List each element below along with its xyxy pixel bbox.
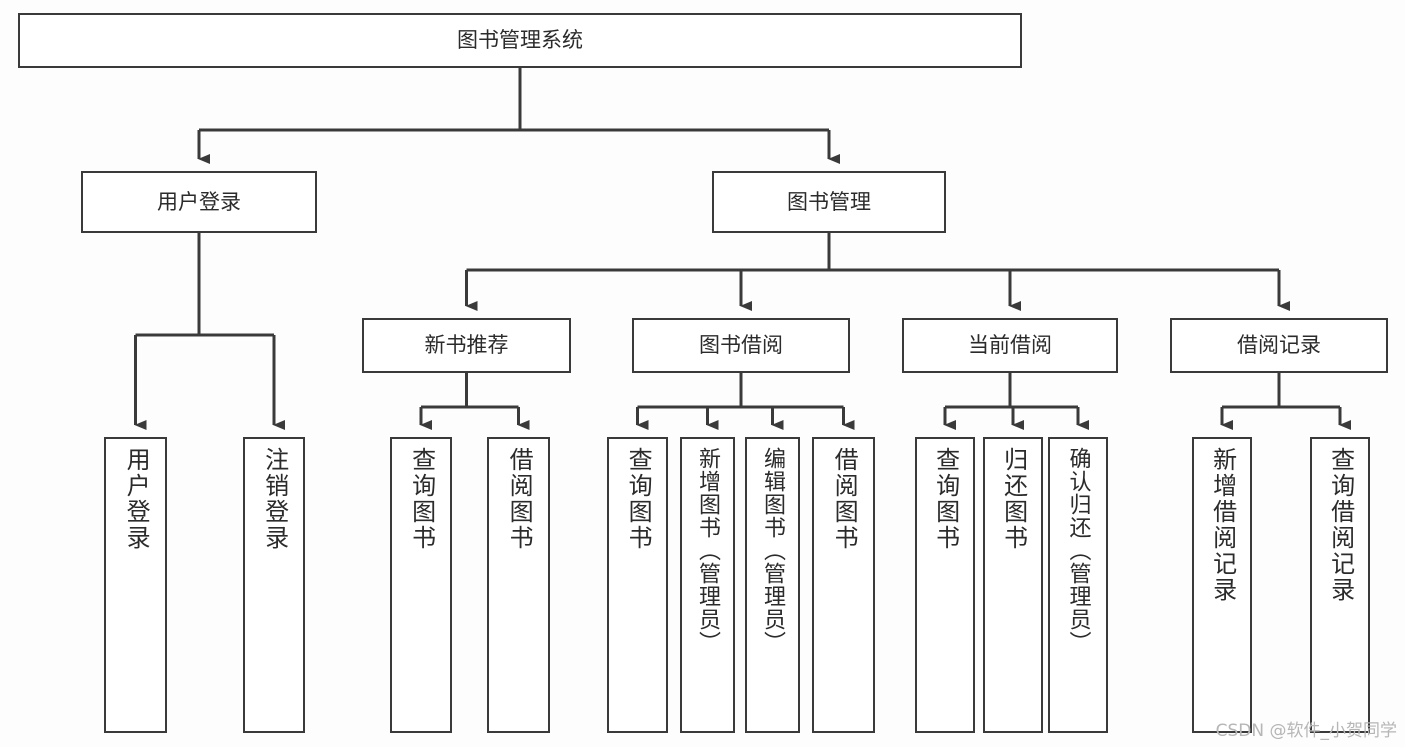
csdn-watermark: CSDN @软件_小贺同学 [1215,721,1397,741]
node-current_borrow[interactable]: 当前借阅 [902,318,1118,373]
node-label: 新增图书（管理员） [695,447,721,654]
node-leaf_add_borrow_record[interactable]: 新增借阅记录 [1192,437,1252,733]
node-leaf_add_book_admin[interactable]: 新增图书（管理员） [680,437,735,733]
node-label: 查询借阅记录 [1326,447,1355,603]
node-leaf_return_book[interactable]: 归还图书 [983,437,1043,733]
node-leaf_borrow_book[interactable]: 借阅图书 [812,437,875,733]
node-label: 借阅图书 [830,447,859,551]
node-user_login[interactable]: 用户登录 [81,171,317,233]
node-label: 查询图书 [931,447,960,551]
node-label: 借阅图书 [505,447,534,551]
node-new_book_rec[interactable]: 新书推荐 [362,318,571,373]
node-leaf_user_logout[interactable]: 注销登录 [243,437,305,733]
node-leaf_query_borrow_record[interactable]: 查询借阅记录 [1310,437,1370,733]
node-leaf_query_book_cur[interactable]: 查询图书 [915,437,975,733]
node-leaf_confirm_return_admin[interactable]: 确认归还（管理员） [1048,437,1108,733]
node-label: 新增借阅记录 [1208,447,1237,603]
connector-lines [134,68,1351,430]
node-label: 用户登录 [122,447,151,551]
node-label: 新书推荐 [424,333,509,358]
node-leaf_edit_book_admin[interactable]: 编辑图书（管理员） [745,437,800,733]
node-root[interactable]: 图书管理系统 [18,13,1022,68]
node-book_borrow[interactable]: 图书借阅 [632,318,850,373]
node-label: 用户登录 [157,189,241,214]
node-label: 借阅记录 [1237,333,1321,358]
node-label: 图书管理 [787,189,871,214]
node-label: 查询图书 [407,447,436,551]
node-leaf_query_book_rec[interactable]: 查询图书 [390,437,452,733]
node-label: 注销登录 [260,447,289,551]
node-label: 查询图书 [624,447,653,551]
node-leaf_user_login[interactable]: 用户登录 [104,437,167,733]
node-leaf_query_book[interactable]: 查询图书 [607,437,668,733]
node-label: 图书管理系统 [457,28,583,53]
node-label: 编辑图书（管理员） [760,447,786,654]
node-label: 当前借阅 [968,333,1052,358]
node-label: 图书借阅 [699,333,783,358]
node-label: 确认归还（管理员） [1065,447,1091,654]
node-book_manage[interactable]: 图书管理 [712,171,946,233]
node-borrow_record[interactable]: 借阅记录 [1170,318,1388,373]
node-leaf_borrow_book_rec[interactable]: 借阅图书 [487,437,550,733]
node-label: 归还图书 [999,447,1028,551]
